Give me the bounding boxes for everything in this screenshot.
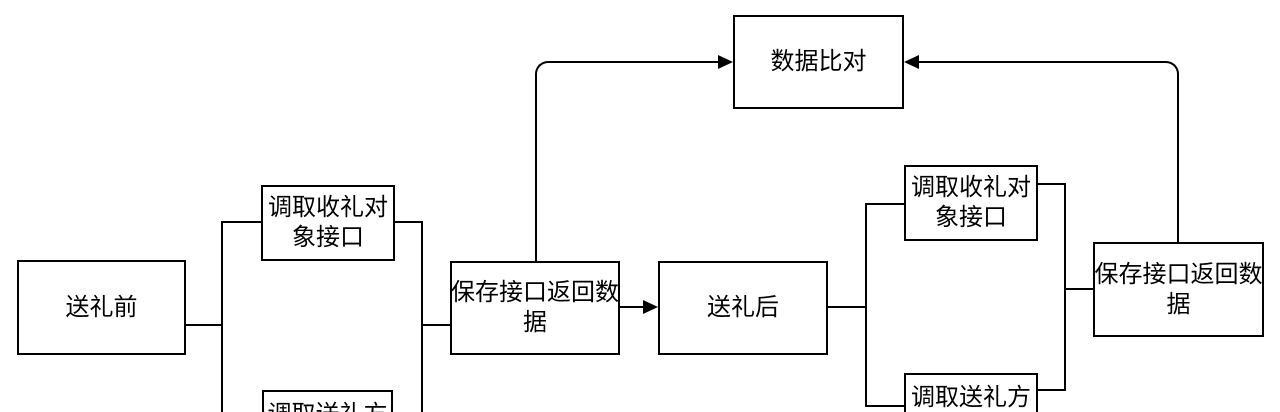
node-right-save-api-data: 保存接口返回数 据 — [1093, 242, 1264, 337]
edge-left-trunk-vertical — [221, 221, 223, 412]
node-data-compare-label: 数据比对 — [770, 48, 867, 75]
node-left-call-receiver-api-label: 调取收礼对 象接口 — [268, 194, 388, 251]
node-mid-save-api-data: 保存接口返回数 据 — [450, 261, 620, 355]
edge-left-receiver-to-merge — [395, 221, 422, 223]
node-pre-gift: 送礼前 — [17, 260, 186, 355]
node-data-compare: 数据比对 — [733, 15, 904, 109]
edge-right-sender-to-merge — [1036, 389, 1066, 391]
node-mid-save-api-data-label: 保存接口返回数 据 — [451, 279, 619, 336]
arrowhead-into-compare-right-icon — [904, 55, 919, 69]
edge-postgift-to-trunk — [828, 306, 866, 308]
node-left-call-sender-api: 调取送礼方 — [262, 390, 393, 412]
edge-right-trunk-vertical — [865, 203, 867, 407]
edge-merge-to-rightsave — [1064, 288, 1094, 290]
node-post-gift: 送礼后 — [658, 261, 828, 355]
edge-to-compare-left-horizontal — [548, 61, 719, 63]
node-right-call-receiver-api: 调取收礼对 象接口 — [904, 165, 1038, 241]
node-right-call-sender-api-label: 调取送礼方 — [911, 384, 1031, 411]
edge-corner-top-left — [535, 61, 549, 75]
edge-midsave-to-postgift — [620, 306, 644, 308]
node-left-call-sender-api-label: 调取送礼方 — [268, 400, 388, 412]
edge-trunk-to-left-receiver — [221, 221, 261, 223]
edge-pregift-to-trunk — [184, 324, 222, 326]
edge-rightsave-up-vertical — [1177, 74, 1179, 242]
edge-right-merge-vertical — [1064, 183, 1066, 391]
node-left-call-receiver-api: 调取收礼对 象接口 — [261, 185, 395, 261]
edge-trunk-to-right-sender — [865, 405, 905, 407]
arrowhead-into-postgift-icon — [643, 300, 658, 314]
arrowhead-into-compare-left-icon — [718, 55, 733, 69]
node-right-call-receiver-api-label: 调取收礼对 象接口 — [911, 174, 1031, 231]
node-right-save-api-data-label: 保存接口返回数 据 — [1094, 260, 1263, 318]
node-right-call-sender-api: 调取送礼方 — [904, 373, 1038, 412]
edge-left-merge-vertical — [421, 221, 423, 412]
edge-to-compare-right-horizontal — [918, 61, 1166, 63]
node-pre-gift-label: 送礼前 — [65, 293, 138, 321]
edge-merge-to-midsave — [421, 324, 450, 326]
edge-corner-top-right — [1165, 61, 1179, 75]
edge-trunk-to-right-receiver — [865, 203, 905, 205]
node-post-gift-label: 送礼后 — [707, 294, 779, 321]
edge-midsave-up-vertical — [535, 74, 537, 261]
edge-right-receiver-to-merge — [1036, 183, 1066, 185]
